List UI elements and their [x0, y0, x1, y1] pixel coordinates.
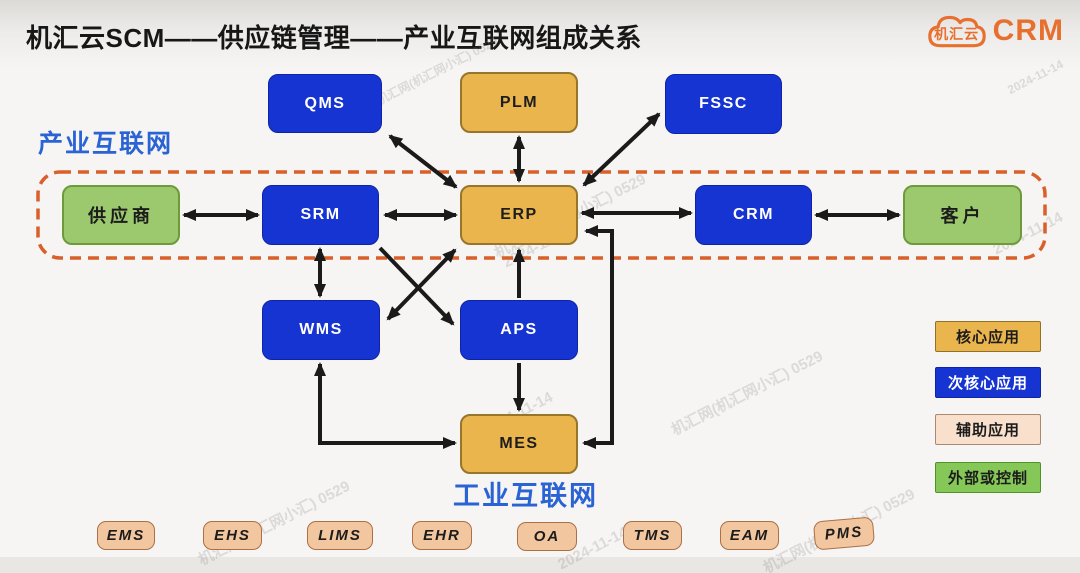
app-ehs: EHS [203, 521, 262, 550]
top-gradient-band [0, 0, 1080, 68]
cloud-icon [927, 15, 986, 48]
node-wms: WMS [262, 300, 380, 360]
node-aps: APS [460, 300, 578, 360]
app-oa: OA [517, 522, 577, 551]
app-ems: EMS [97, 521, 155, 550]
legend-core-apps: 核心应用 [935, 321, 1041, 352]
edge-qms-erp [388, 134, 458, 189]
edge-erp-mes [582, 225, 614, 449]
edge-wms-mes [314, 362, 457, 449]
node-customer: 客户 [903, 185, 1022, 245]
app-pms: PMS [812, 516, 876, 551]
node-fssc: FSSC [665, 74, 782, 134]
app-lims: LIMS [307, 521, 373, 550]
node-supplier: 供应商 [62, 185, 180, 245]
legend-subcore-apps: 次核心应用 [935, 367, 1041, 398]
bottom-gray-band [0, 557, 1080, 573]
app-ehr: EHR [412, 521, 472, 550]
node-erp: ERP [460, 185, 578, 245]
industry-internet-dashed-zone [36, 170, 1047, 260]
node-srm: SRM [262, 185, 379, 245]
node-plm: PLM [460, 72, 578, 133]
edge-erp-wms [386, 248, 457, 321]
page-title: 机汇云SCM——供应链管理——产业互联网组成关系 [26, 23, 642, 53]
logo-cloud-text: 机汇云 [934, 26, 980, 42]
edge-fssc-erp [582, 112, 661, 187]
app-eam: EAM [720, 521, 779, 550]
legend-auxiliary-apps: 辅助应用 [935, 414, 1041, 445]
edge-srm-aps [378, 246, 455, 326]
brand-logo: 机汇云 CRM [923, 8, 1064, 54]
logo-brand-text: CRM [992, 14, 1064, 47]
node-qms: QMS [268, 74, 382, 133]
zone-label-industry-internet: 产业互联网 [38, 130, 174, 158]
app-tms: TMS [623, 521, 682, 550]
node-crm: CRM [695, 185, 812, 245]
zone-label-industrial-internet: 工业互联网 [453, 481, 598, 511]
node-mes: MES [460, 414, 578, 474]
legend-external-apps: 外部或控制 [935, 462, 1041, 493]
